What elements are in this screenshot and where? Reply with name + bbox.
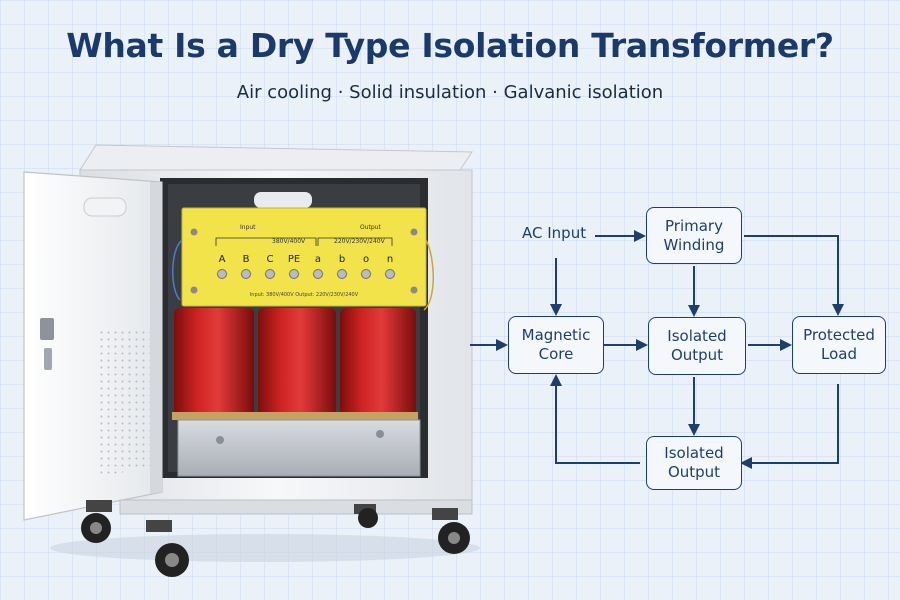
cabinet-plinth (119, 499, 473, 515)
nameplate-rating-left: 380V/400V (272, 238, 306, 245)
caster (81, 500, 112, 543)
terminal-label-A: A (219, 254, 226, 265)
arrowhead (688, 424, 700, 436)
terminal-label-n: n (387, 254, 393, 265)
terminal-stud-a (313, 269, 323, 279)
node-protected-load: Protected Load (792, 316, 886, 374)
coil-c (340, 308, 416, 416)
edge-bottom-output-to-core (555, 384, 640, 464)
terminal-stud-o (361, 269, 371, 279)
terminal-stud-b (337, 269, 347, 279)
board-screw (190, 228, 198, 236)
board-screw (410, 286, 418, 294)
terminal-stud-C (265, 269, 275, 279)
coil-spacer (172, 412, 418, 420)
terminal-board (181, 207, 427, 307)
node-isolated-output-bottom: Isolated Output (646, 436, 742, 490)
terminal-label-a: a (315, 254, 321, 265)
arrowhead (634, 230, 646, 242)
arrowhead (688, 305, 700, 317)
arrowhead (550, 374, 562, 386)
terminal-stud-A (217, 269, 227, 279)
node-magnetic-core: Magnetic Core (508, 316, 604, 374)
nameplate-rating-right: 220V/230V/240V (334, 238, 386, 245)
coil-a (174, 308, 254, 416)
nameplate-bracket-left (215, 237, 317, 246)
floor-shadow (50, 534, 480, 562)
clamp-bolt (376, 430, 384, 438)
terminal-label-b: b (339, 254, 345, 265)
nameplate-bracket-right (317, 237, 393, 246)
node-primary-winding: Primary Winding (646, 207, 742, 264)
nameplate-output-label: Output (360, 224, 381, 231)
nameplate-input-label: Input (240, 224, 256, 231)
page-title: What Is a Dry Type Isolation Transformer… (66, 26, 834, 65)
arrowhead (636, 339, 648, 351)
node-isolated-output-center: Isolated Output (648, 317, 746, 375)
nameplate-footer: Input: 380V/400V Output: 220V/230V/240V (250, 292, 359, 298)
wire (423, 239, 434, 311)
page-subtitle: Air cooling · Solid insulation · Galvani… (236, 82, 664, 103)
door-handle (83, 197, 127, 217)
edge-load-to-bottom-output (750, 384, 839, 464)
arrowhead (740, 457, 752, 469)
clamp-bolt (216, 436, 224, 444)
node-ac-input: AC Input (522, 224, 587, 242)
terminal-studs (217, 269, 395, 279)
coil-b (258, 308, 336, 416)
core-clamp (177, 419, 421, 477)
arrowhead (780, 339, 792, 351)
arrowhead (550, 304, 562, 316)
terminal-stud-PE (289, 269, 299, 279)
wire (172, 239, 183, 301)
diagram-connectors (470, 235, 839, 464)
diagram-arrowheads (496, 230, 844, 469)
door-hinge (44, 348, 52, 370)
edge-primary-to-load (744, 235, 839, 306)
cabinet-top (79, 144, 473, 171)
arrowhead (496, 339, 508, 351)
caster (432, 508, 470, 554)
terminal-stud-n (385, 269, 395, 279)
terminal-label-C: C (267, 254, 274, 265)
door-lock (40, 318, 54, 340)
terminal-label-o: o (363, 254, 369, 265)
board-screw (190, 286, 198, 294)
arrowhead (832, 304, 844, 316)
caster (146, 520, 189, 577)
terminal-label-B: B (243, 254, 250, 265)
terminal-label-PE: PE (288, 254, 300, 265)
door-edge (150, 182, 162, 494)
caster (354, 504, 378, 528)
door-vent (100, 328, 150, 476)
lifting-slot (254, 192, 312, 208)
board-screw (410, 228, 418, 236)
terminal-letters: A B C PE a b o n (219, 254, 394, 265)
terminal-stud-B (241, 269, 251, 279)
